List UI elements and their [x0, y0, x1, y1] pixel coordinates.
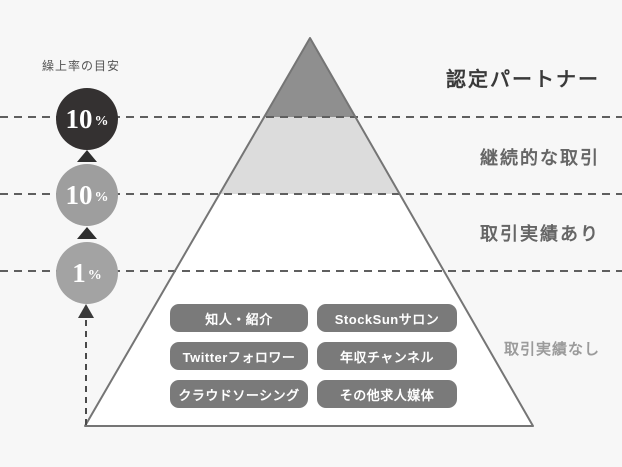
tier-label-has-track-record: 取引実績あり: [480, 224, 600, 244]
tier-label-continuous-business: 継続的な取引: [480, 148, 600, 168]
rate-unit: %: [94, 190, 109, 205]
source-pill-other-job-media: その他求人媒体: [317, 380, 457, 408]
tier-label-no-track-record: 取引実績なし: [503, 341, 600, 358]
rate-legend-title: 繰上率の目安: [41, 59, 120, 73]
growth-arrow-head-icon: [78, 304, 94, 318]
rate-unit: %: [87, 268, 102, 283]
rate-circle-middle: 10%: [56, 164, 118, 226]
rate-value: 10: [65, 103, 93, 134]
source-pill-twitter-followers: Twitterフォロワー: [170, 342, 308, 370]
source-pill-stocksun-salon: StockSunサロン: [317, 304, 457, 332]
tier-label-certified-partner: 認定パートナー: [446, 69, 600, 91]
source-pill-nenshu-channel: 年収チャンネル: [317, 342, 457, 370]
rate-value: 10: [65, 179, 93, 210]
source-pill-crowdsourcing: クラウドソーシング: [170, 380, 308, 408]
up-arrow-icon-2: [77, 227, 97, 239]
rate-circle-bottom: 1%: [56, 242, 118, 304]
rate-value: 1: [72, 257, 86, 288]
source-pill-grid: 知人・紹介 StockSunサロン Twitterフォロワー 年収チャンネル ク…: [170, 304, 457, 408]
up-arrow-icon-1: [77, 150, 97, 162]
rate-unit: %: [94, 114, 109, 129]
pyramid-outline: [84, 37, 534, 427]
source-pill-acquaintance-referral: 知人・紹介: [170, 304, 308, 332]
rate-circle-top: 10%: [56, 88, 118, 150]
